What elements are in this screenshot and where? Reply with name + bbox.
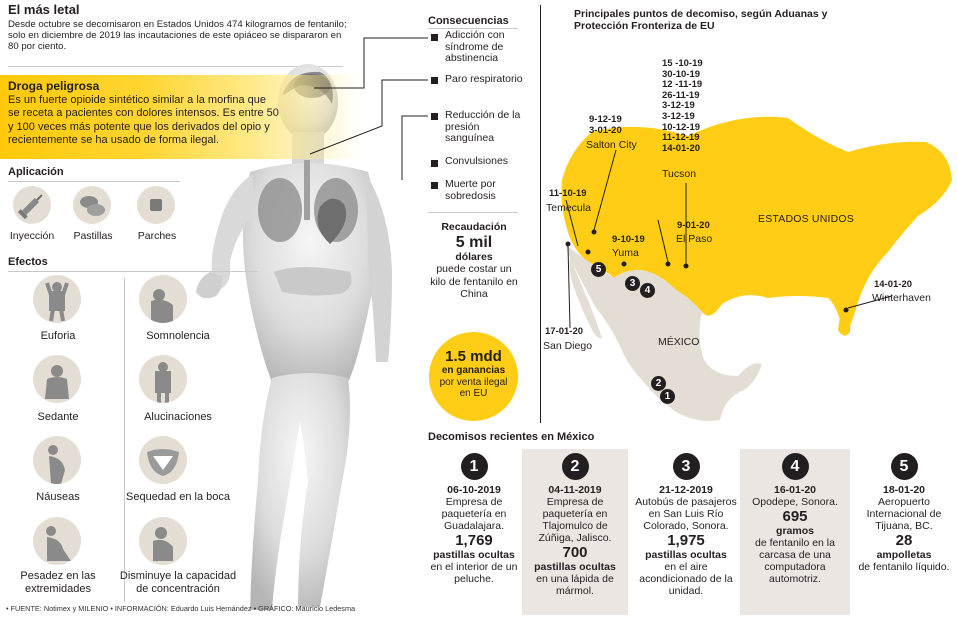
map-marker-1: 1 <box>660 389 675 404</box>
sandiego-dates: 17-01-20 <box>545 326 584 337</box>
map-title: Principales puntos de decomiso, según Ad… <box>574 8 828 32</box>
map-marker-2: 2 <box>651 376 666 391</box>
efectos-column-divider <box>124 278 125 602</box>
droga-highlight <box>0 75 360 159</box>
bullet-icon <box>431 77 438 84</box>
consecuencia-item-5: Muerte por sobredosis <box>445 178 496 202</box>
sedative-icon <box>33 355 81 403</box>
decomiso-4: 4 16-01-20 Opodepe, Sonora. 695 gramos d… <box>744 453 846 585</box>
map-marker-4: 4 <box>640 283 655 298</box>
nausea-icon <box>33 436 81 484</box>
decomiso-3: 3 21-12-2019 Autobús de pasajeros en San… <box>634 453 738 597</box>
recaudacion-divider <box>428 212 518 213</box>
city-salton-city: Salton City <box>586 139 637 151</box>
bullet-icon <box>431 34 438 41</box>
aplicacion-title: Aplicación <box>8 166 64 178</box>
country-mexico: MÉXICO <box>658 336 700 348</box>
efecto-label-somnolencia: Somnolencia <box>146 330 210 342</box>
efecto-label-concentracion: Disminuye la capacidad de concentración <box>119 570 237 595</box>
decomiso-1: 1 06-10-2019 Empresa de paquetería en Gu… <box>420 453 528 585</box>
decomiso-number-2: 2 <box>561 453 589 480</box>
ganancias-line2: por venta ilegal en EU <box>439 376 508 400</box>
ganancias-circle: 1.5 mdd en ganancias por venta ilegal en… <box>429 332 518 421</box>
decomisos-title: Decomisos recientes en México <box>428 431 595 443</box>
efectos-title: Efectos <box>8 256 48 268</box>
yuma-dates: 9-10-19 <box>612 234 645 245</box>
city-tucson: Tucson <box>662 168 697 180</box>
decomiso-2: 2 04-11-2019 Empresa de paquetería en Tl… <box>526 453 624 597</box>
efecto-label-alucinaciones: Alucinaciones <box>144 411 212 423</box>
syringe-icon <box>13 186 51 224</box>
page-title: El más letal <box>8 2 80 17</box>
recaudacion-title: Recaudación <box>441 221 507 233</box>
consecuencia-item-3: Reducción de la presión sanguínea <box>445 109 521 144</box>
consecuencias-divider <box>428 28 518 29</box>
consecuencia-item-1: Adicción con síndrome de abstinencia <box>445 29 505 64</box>
decomiso-number-3: 3 <box>672 453 700 480</box>
winterhaven-dates: 14-01-20 <box>874 279 913 290</box>
patch-icon <box>137 186 175 224</box>
city-winterhaven: Winterhaven <box>872 292 931 304</box>
recaudacion-unit: dólares <box>455 250 493 263</box>
intro-text: Desde octubre se decomisaron en Estados … <box>8 19 347 53</box>
aplicacion-label-inyeccion: Inyección <box>9 230 55 242</box>
euphoria-icon <box>33 275 81 323</box>
efecto-label-sedante: Sedante <box>37 411 79 423</box>
hallucinations-icon <box>139 355 187 403</box>
recaudacion-amount: 5 mil <box>455 233 493 251</box>
bullet-icon <box>431 182 438 189</box>
consecuencia-item-4: Convulsiones <box>445 155 509 167</box>
decomiso-number-5: 5 <box>890 453 918 480</box>
concentration-icon <box>139 517 187 565</box>
city-yuma: Yuma <box>612 247 639 259</box>
city-temecula: Temecula <box>546 202 591 214</box>
consecuencia-item-2: Paro respiratorio <box>445 73 523 85</box>
decomiso-number-4: 4 <box>781 453 809 480</box>
aplicacion-label-parches: Parches <box>137 230 177 242</box>
country-estados-unidos: ESTADOS UNIDOS <box>758 213 854 225</box>
efecto-label-nauseas: Náuseas <box>36 491 80 503</box>
heaviness-icon <box>33 517 81 565</box>
aplicacion-divider <box>8 181 180 182</box>
droga-text: Es un fuerte opioide sintético similar a… <box>8 94 279 146</box>
consecuencias-leader-lines <box>309 37 428 180</box>
city-el-paso: El Paso <box>676 233 713 245</box>
aplicacion-label-pastillas: Pastillas <box>73 230 113 242</box>
dry-mouth-icon <box>139 436 187 484</box>
decomiso-number-1: 1 <box>460 453 488 480</box>
consecuencias-title: Consecuencias <box>428 15 509 27</box>
intro-divider <box>8 66 343 67</box>
elpaso-dates: 9-01-20 <box>677 220 710 231</box>
efecto-label-pesadez: Pesadez en las extremidades <box>20 570 96 595</box>
recaudacion-text: puede costar un kilo de fentanilo en Chi… <box>430 263 518 301</box>
temecula-dates: 11-10-19 <box>549 188 587 199</box>
bullet-icon <box>431 160 438 167</box>
efectos-divider <box>8 271 258 272</box>
footer-credits: • FUENTE: Notimex y MILENIO • INFORMACIÓ… <box>6 604 356 613</box>
ganancias-line1: en ganancias <box>441 365 506 376</box>
drowsiness-icon <box>139 275 187 323</box>
ganancias-amount: 1.5 mdd <box>445 348 502 365</box>
recaudacion-block: Recaudación 5 mil dólares puede costar u… <box>428 221 520 301</box>
map-marker-5: 5 <box>591 262 606 277</box>
pills-icon <box>73 186 111 224</box>
north-america-map <box>561 116 952 421</box>
efecto-label-euforia: Euforia <box>40 330 76 342</box>
column-separator <box>540 5 541 423</box>
droga-title: Droga peligrosa <box>8 79 100 93</box>
decomiso-5: 5 18-01-20 Aeropuerto Internacional de T… <box>856 453 952 573</box>
efecto-label-sequedad: Sequedad en la boca <box>126 491 230 503</box>
city-san-diego: San Diego <box>543 340 593 352</box>
bullet-icon <box>431 113 438 120</box>
map-marker-3: 3 <box>625 276 640 291</box>
